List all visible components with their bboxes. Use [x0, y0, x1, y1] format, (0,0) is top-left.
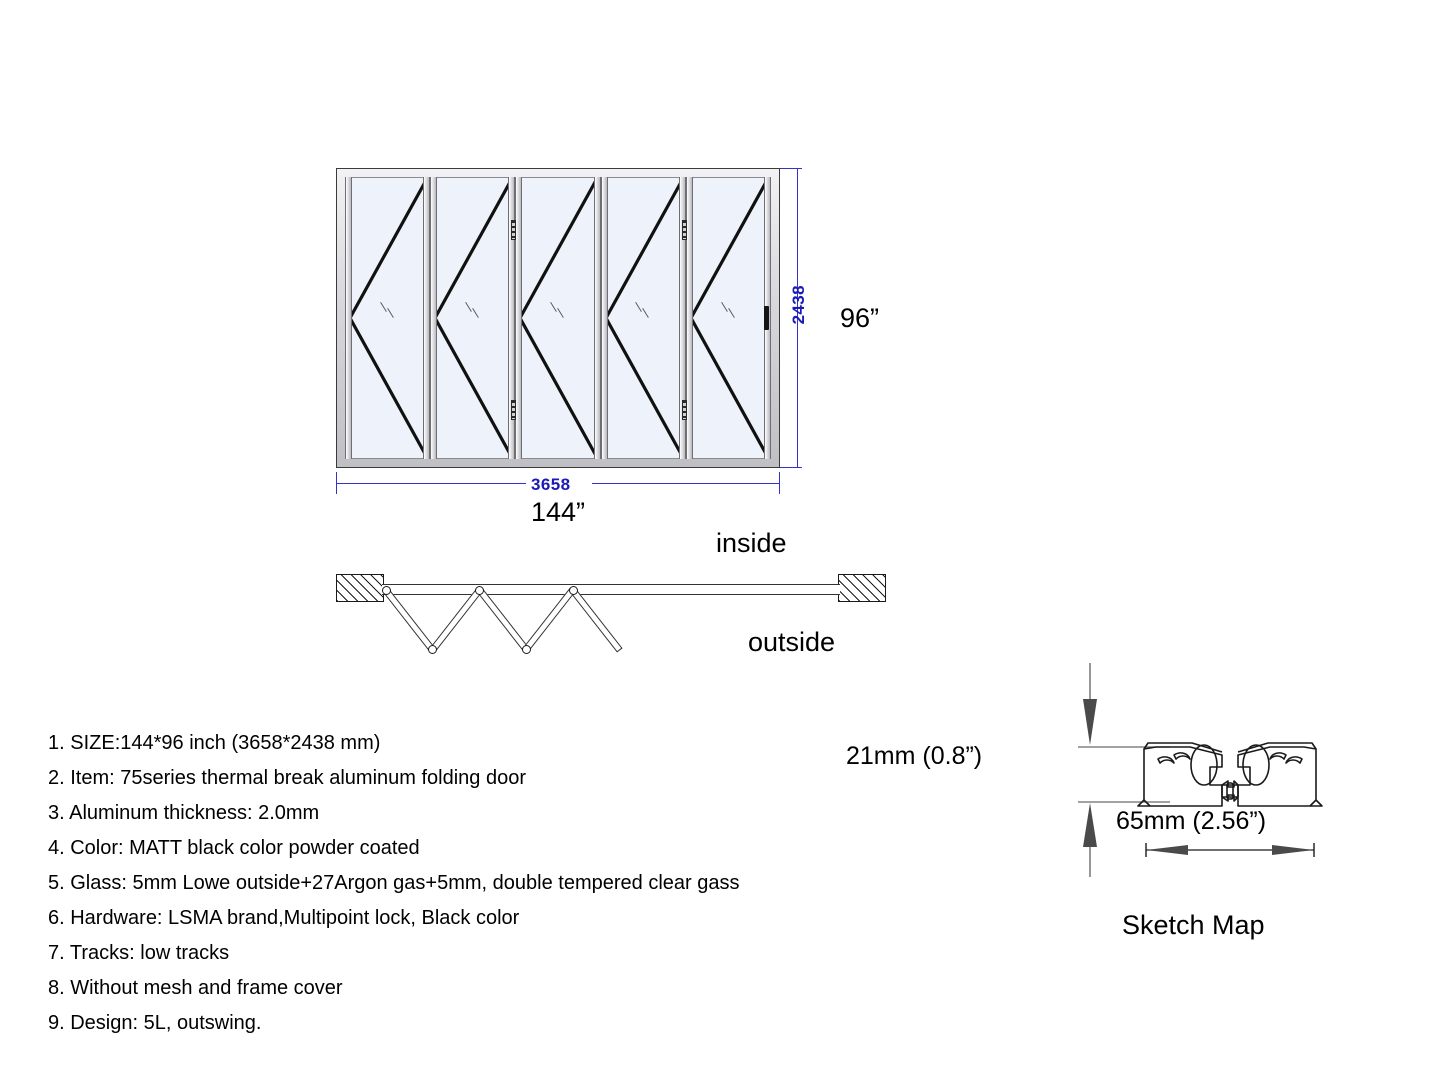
- track-width-label: 65mm (2.56”): [1116, 807, 1267, 835]
- panel-stile-right: [593, 177, 601, 459]
- glass-pane: [430, 177, 516, 459]
- panel-hinge: [681, 220, 687, 240]
- panel-stile-left: [515, 177, 523, 459]
- swing-direction-indicator: [689, 179, 769, 457]
- panel-stile-left: [600, 177, 608, 459]
- height-dimension-inch: 96”: [840, 303, 880, 333]
- inside-label: inside: [716, 528, 787, 558]
- door-panel[interactable]: [430, 177, 516, 459]
- sketch-map-section: 65mm (2.56”) Sketch Map: [1070, 655, 1430, 955]
- spec-item: 4. Color: MATT black color powder coated: [48, 837, 420, 859]
- height-dim-tick-bottom: [780, 467, 802, 469]
- door-panel[interactable]: [685, 177, 771, 459]
- spec-item: 6. Hardware: LSMA brand,Multipoint lock,…: [48, 907, 520, 929]
- specification-list: 1. SIZE:144*96 inch (3658*2438 mm) 2. Ite…: [48, 726, 908, 1041]
- panel-hinge: [511, 400, 517, 420]
- outside-label: outside: [748, 627, 836, 657]
- door-elevation-drawing: [336, 168, 780, 468]
- panel-stile-left: [430, 177, 438, 459]
- panel-stile-right: [508, 177, 516, 459]
- plan-pivot-hinge: [568, 585, 578, 595]
- plan-pivot-hinge: [521, 645, 531, 655]
- panel-stile-left: [345, 177, 352, 459]
- height-dim-tick-top: [780, 168, 802, 170]
- panel-hinge: [511, 220, 517, 240]
- plan-pivot-hinge: [381, 585, 391, 595]
- spec-item: 7. Tracks: low tracks: [48, 942, 230, 964]
- width-dim-tick-left: [336, 472, 338, 494]
- spec-item: 3. Aluminum thickness: 2.0mm: [48, 802, 320, 824]
- panel-hinge: [681, 400, 687, 420]
- wall-block-right: [838, 574, 886, 602]
- spec-item: 5. Glass: 5mm Lowe outside+27Argon gas+5…: [48, 872, 740, 894]
- height-dimension-line: [797, 168, 799, 468]
- spec-item: 1. SIZE:144*96 inch (3658*2438 mm): [48, 732, 381, 754]
- door-plan-view: [330, 560, 890, 670]
- plan-pivot-hinge: [475, 585, 485, 595]
- glass-pane: [685, 177, 771, 459]
- plan-door-leaf[interactable]: [383, 587, 436, 653]
- sketch-map-title: Sketch Map: [1122, 910, 1265, 940]
- swing-direction-indicator: [348, 179, 428, 457]
- plan-door-leaf[interactable]: [430, 587, 483, 653]
- door-panel[interactable]: [515, 177, 601, 459]
- plan-track-line: [382, 584, 840, 595]
- door-handle[interactable]: [764, 306, 769, 330]
- track-height-label: 21mm (0.8”): [846, 742, 983, 770]
- panel-stile-right: [678, 177, 686, 459]
- panel-stile-right: [423, 177, 431, 459]
- swing-direction-indicator: [604, 179, 684, 457]
- width-dimension-mm-backdrop: [526, 474, 592, 493]
- door-panel[interactable]: [600, 177, 686, 459]
- spec-item: 2. Item: 75series thermal break aluminum…: [48, 767, 527, 789]
- plan-door-leaf[interactable]: [523, 587, 576, 653]
- width-dimension-inch: 144”: [531, 497, 586, 527]
- track-profile-svg: [1078, 663, 1323, 877]
- spec-item: 8. Without mesh and frame cover: [48, 977, 343, 999]
- spec-item: 9. Design: 5L, outswing.: [48, 1012, 262, 1034]
- wall-block-left: [336, 574, 384, 602]
- swing-direction-indicator: [433, 179, 513, 457]
- plan-pivot-hinge: [428, 645, 438, 655]
- plan-door-leaf[interactable]: [476, 587, 530, 653]
- door-panel[interactable]: [345, 177, 431, 459]
- panel-stile-left: [685, 177, 693, 459]
- width-dim-tick-right: [779, 472, 781, 494]
- plan-door-leaf[interactable]: [570, 587, 623, 653]
- width-dimension-mm: 3658: [531, 475, 571, 494]
- height-dimension-mm: 2438: [789, 285, 808, 325]
- swing-direction-indicator: [518, 179, 598, 457]
